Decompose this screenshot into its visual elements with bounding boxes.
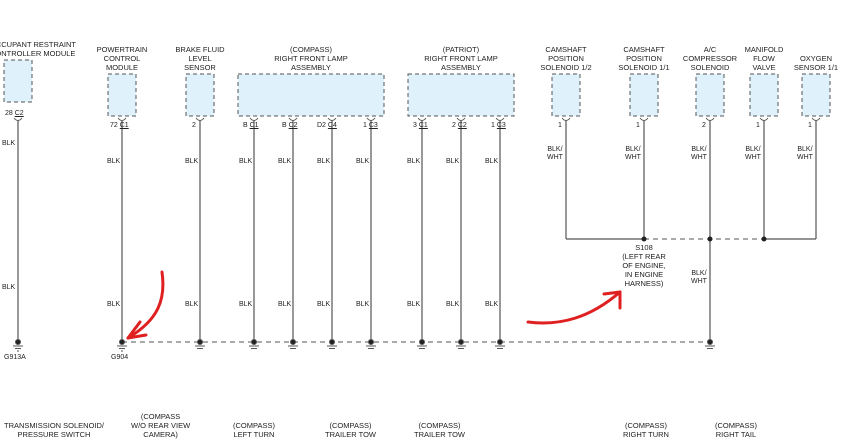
wire-color-label: BLK [2,140,16,148]
ac-component [695,73,725,117]
patriot-lamp-component [407,73,515,117]
pin-cam12: 1 [558,122,562,129]
wire-color-label: BLK [239,301,253,309]
pin-ac: 2 [702,122,706,129]
annotation-arrow-left [126,270,165,340]
wire-color-label: BLK [446,301,460,309]
wire-color-label: BLK [485,301,499,309]
orc-label: OCCUPANT RESTRAINT CONTROLLER MODULE [0,40,76,58]
pin-cl4: 1 C3 [363,122,378,129]
compass-lamp-label: (COMPASS) RIGHT FRONT LAMP ASSEMBLY [274,45,348,72]
compass-lamp-component [237,73,385,117]
ground-label-g913a: G913A [4,354,26,361]
pin-pl3: 1 C3 [491,122,506,129]
mfv-label: MANIFOLD FLOW VALVE [744,45,784,72]
o2-component [801,73,831,117]
wire-color-label: BLK [278,158,292,166]
pin-pl2: 2 C2 [452,122,467,129]
wire-color-label: BLK/WHT [797,146,813,162]
wire-color-label: BLK [446,158,460,166]
wire-color-label: BLK/WHT [691,146,707,162]
cam11-component [629,73,659,117]
wire-color-label: BLK/WHT [547,146,563,162]
splice-dot [761,236,767,242]
wire-color-label: BLK [485,158,499,166]
cam11-label: CAMSHAFT POSITION SOLENOID 1/1 [618,45,670,72]
pin-mfv: 1 [756,122,760,129]
wire-color-label: BLK [356,158,370,166]
splice-label: S108 (LEFT REAR OF ENGINE, IN ENGINE HAR… [622,243,666,288]
bottom-label-compass-left-turn: (COMPASS)LEFT TURN [233,421,275,439]
splice-dot [707,236,713,242]
wire-color-label: BLK [185,301,199,309]
pin-cam11: 1 [636,122,640,129]
pin-cl1: B C1 [243,122,259,129]
wire-color-label: BLK [2,284,16,292]
ground-label-g904: G904 [111,354,129,361]
wire-color-label: BLK [107,158,121,166]
pin-o2: 1 [808,122,812,129]
pin-pl1: 3 C1 [413,122,428,129]
wire-color-label: BLK [278,301,292,309]
brake-component [185,73,215,117]
pin-cl3: D2 C4 [317,122,337,129]
wire-color-label: BLK [107,301,121,309]
bottom-label-trans: TRANSMISSION SOLENOID/PRESSURE SWITCH [4,421,105,439]
bottom-label-compass-right-turn: (COMPASS)RIGHT TURN [623,421,669,439]
wire-color-label: BLK [407,301,421,309]
wire-color-label: BLK/WHT [745,146,761,162]
bottom-label-compass-trailer-2: (COMPASS)TRAILER TOW [414,421,465,439]
bottom-label-compass-right-tail: (COMPASS)RIGHT TAIL [715,421,757,439]
cam12-component [551,73,581,117]
pin-pcm: 72 C1 [110,122,129,129]
ground-symbol [117,339,127,352]
wire-color-label: BLK [407,158,421,166]
pin-cl2: B C2 [282,122,298,129]
patriot-lamp-label: (PATRIOT) RIGHT FRONT LAMP ASSEMBLY [424,45,498,72]
pcm-component [107,73,137,117]
wire-color-label: BLK/WHT [625,146,641,162]
pin-brake: 2 [192,122,196,129]
mfv-component [749,73,779,117]
pcm-label: POWERTRAIN CONTROL MODULE [96,45,148,72]
ground-symbol [13,339,23,352]
orc-component [3,59,33,103]
cam12-label: CAMSHAFT POSITION SOLENOID 1/2 [540,45,592,72]
brake-label: BRAKE FLUID LEVEL SENSOR [175,45,225,72]
wire-color-label: BLK [317,301,331,309]
splice-dot [641,236,647,242]
bottom-label-compass-trailer-1: (COMPASS)TRAILER TOW [325,421,376,439]
wire-color-label: BLK [356,301,370,309]
wire-color-label: BLK [317,158,331,166]
wire-color-label: BLK [239,158,253,166]
ac-label: A/C COMPRESSOR SOLENOID [682,45,738,72]
o2-label: OXYGEN SENSOR 1/1 [793,54,839,72]
annotation-arrow-right [526,290,622,325]
pin-orc: 28 C2 [5,110,24,117]
wire-color-label: BLK [185,158,199,166]
wire-color-label: BLK/WHT [691,270,707,286]
